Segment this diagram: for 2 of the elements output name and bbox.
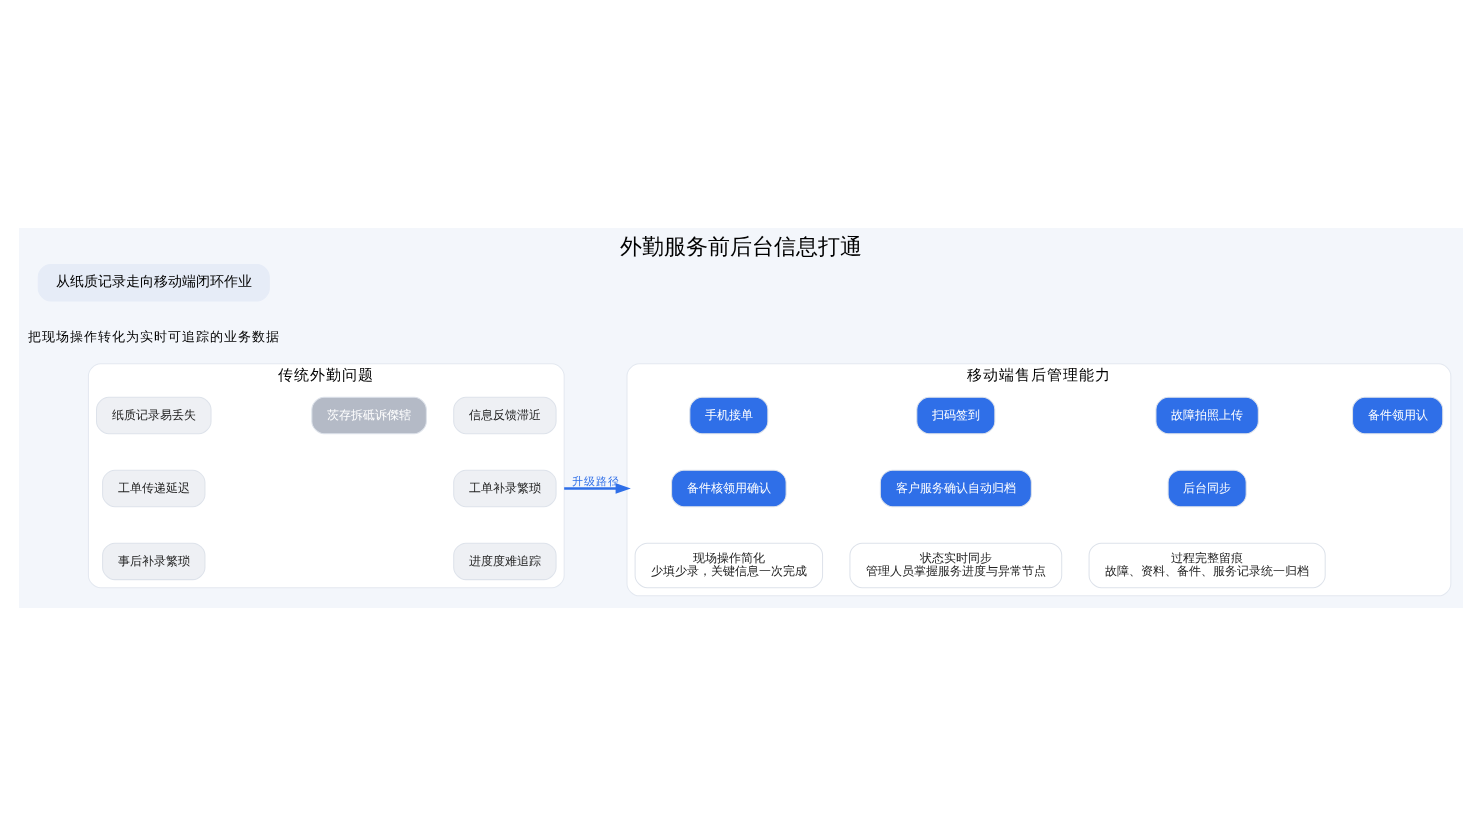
diagram-title: 外勤服务前后台信息打通 bbox=[620, 232, 862, 259]
arrow bbox=[564, 482, 631, 493]
